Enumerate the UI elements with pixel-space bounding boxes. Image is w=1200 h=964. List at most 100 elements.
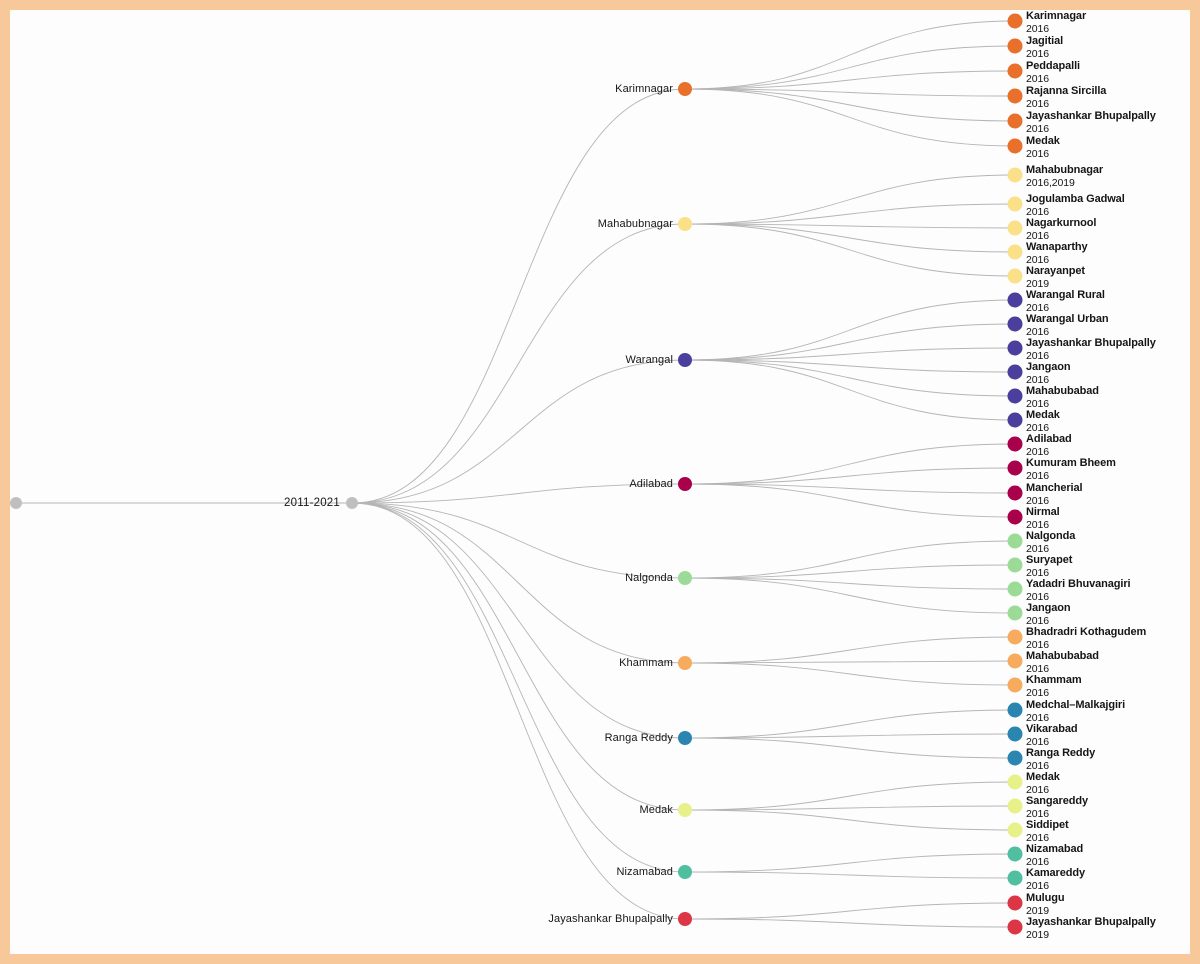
leaf-name-0-2: Peddapalli: [1026, 60, 1081, 72]
link-root-to-0: [351, 88, 686, 504]
group-label-5: Khammam: [619, 657, 673, 669]
node-leaf-0-0[interactable]: [1007, 13, 1023, 29]
leaf-name-0-4: Jayashankar Bhupalpally: [1026, 110, 1156, 122]
node-leaf-4-0[interactable]: [1007, 533, 1023, 549]
node-leaf-0-3[interactable]: [1007, 88, 1023, 104]
leaf-name-9-1: Jayashankar Bhupalpally: [1026, 916, 1156, 928]
link-0-to-2: [684, 70, 1016, 90]
node-root[interactable]: [346, 497, 358, 509]
node-leaf-3-3[interactable]: [1007, 509, 1023, 525]
node-leaf-1-4[interactable]: [1007, 268, 1023, 284]
node-leaf-6-2[interactable]: [1007, 750, 1023, 766]
node-leaf-2-4[interactable]: [1007, 388, 1023, 404]
leaf-name-3-1: Kumuram Bheem: [1026, 457, 1116, 469]
group-label-9: Jayashankar Bhupalpally: [548, 913, 673, 925]
root-label: 2011-2021: [284, 497, 340, 509]
link-7-to-2: [684, 809, 1016, 831]
group-label-8: Nizamabad: [616, 866, 673, 878]
node-leaf-2-0[interactable]: [1007, 292, 1023, 308]
node-leaf-8-0[interactable]: [1007, 846, 1023, 862]
leaf-name-7-0: Medak: [1026, 771, 1060, 783]
group-label-3: Adilabad: [629, 478, 673, 490]
node-group-adilabad[interactable]: [678, 477, 692, 491]
node-group-warangal[interactable]: [678, 353, 692, 367]
leaf-year-0-4: 2016: [1026, 123, 1049, 135]
leaf-year-0-0: 2016: [1026, 23, 1049, 35]
node-leaf-9-1[interactable]: [1007, 919, 1023, 935]
link-0-to-3: [684, 88, 1016, 97]
leaf-year-5-0: 2016: [1026, 639, 1049, 651]
node-group-nizamabad[interactable]: [678, 865, 692, 879]
node-group-ranga-reddy[interactable]: [678, 731, 692, 745]
link-5-to-2: [684, 662, 1016, 686]
node-leaf-4-1[interactable]: [1007, 557, 1023, 573]
node-group-medak[interactable]: [678, 803, 692, 817]
node-leaf-0-1[interactable]: [1007, 38, 1023, 54]
link-0-to-5: [684, 88, 1016, 147]
leaf-year-7-2: 2016: [1026, 832, 1049, 844]
link-8-to-0: [684, 853, 1016, 873]
group-label-7: Medak: [639, 804, 673, 816]
link-root-to-8: [351, 502, 686, 873]
node-leaf-3-1[interactable]: [1007, 460, 1023, 476]
node-leaf-2-3[interactable]: [1007, 364, 1023, 380]
leaf-year-0-5: 2016: [1026, 148, 1049, 160]
node-leaf-2-2[interactable]: [1007, 340, 1023, 356]
link-0-to-0: [684, 20, 1016, 90]
node-leaf-5-2[interactable]: [1007, 677, 1023, 693]
node-leaf-4-2[interactable]: [1007, 581, 1023, 597]
node-leaf-3-0[interactable]: [1007, 436, 1023, 452]
node-leaf-7-1[interactable]: [1007, 798, 1023, 814]
leaf-year-3-0: 2016: [1026, 446, 1049, 458]
leaf-year-4-1: 2016: [1026, 567, 1049, 579]
node-group-khammam[interactable]: [678, 656, 692, 670]
leaf-year-8-0: 2016: [1026, 856, 1049, 868]
leaf-name-3-3: Nirmal: [1026, 506, 1060, 518]
leaf-name-0-5: Medak: [1026, 135, 1060, 147]
group-label-2: Warangal: [625, 354, 673, 366]
node-leaf-5-1[interactable]: [1007, 653, 1023, 669]
tree-links-layer: [16, 20, 1016, 928]
link-1-to-4: [684, 223, 1016, 277]
node-leaf-0-5[interactable]: [1007, 138, 1023, 154]
node-group-mahabubnagar[interactable]: [678, 217, 692, 231]
link-2-to-2: [684, 347, 1016, 361]
node-group-jayashankar-bhupalpally[interactable]: [678, 912, 692, 926]
node-leaf-5-0[interactable]: [1007, 629, 1023, 645]
node-leaf-0-2[interactable]: [1007, 63, 1023, 79]
link-root-to-5: [351, 502, 686, 664]
node-leaf-9-0[interactable]: [1007, 895, 1023, 911]
node-leaf-8-1[interactable]: [1007, 870, 1023, 886]
node-leaf-0-4[interactable]: [1007, 113, 1023, 129]
node-leaf-6-1[interactable]: [1007, 726, 1023, 742]
leaf-year-4-3: 2016: [1026, 615, 1049, 627]
node-leaf-6-0[interactable]: [1007, 702, 1023, 718]
node-leaf-1-0[interactable]: [1007, 167, 1023, 183]
node-leaf-3-2[interactable]: [1007, 485, 1023, 501]
node-leaf-1-2[interactable]: [1007, 220, 1023, 236]
leaf-year-2-1: 2016: [1026, 326, 1049, 338]
node-group-nalgonda[interactable]: [678, 571, 692, 585]
leaf-year-2-3: 2016: [1026, 374, 1049, 386]
node-leaf-7-0[interactable]: [1007, 774, 1023, 790]
node-leaf-1-3[interactable]: [1007, 244, 1023, 260]
node-group-karimnagar[interactable]: [678, 82, 692, 96]
leaf-year-2-0: 2016: [1026, 302, 1049, 314]
leaf-year-1-3: 2016: [1026, 254, 1049, 266]
link-2-to-5: [684, 359, 1016, 421]
leaf-year-3-3: 2016: [1026, 519, 1049, 531]
leaf-name-4-3: Jangaon: [1026, 602, 1071, 614]
node-leaf-7-2[interactable]: [1007, 822, 1023, 838]
leaf-year-4-0: 2016: [1026, 543, 1049, 555]
node-leaf-2-5[interactable]: [1007, 412, 1023, 428]
link-0-to-4: [684, 88, 1016, 122]
node-origin[interactable]: [10, 497, 22, 509]
link-root-to-9: [351, 502, 686, 920]
node-leaf-2-1[interactable]: [1007, 316, 1023, 332]
leaf-year-6-0: 2016: [1026, 712, 1049, 724]
leaf-name-5-2: Khammam: [1026, 674, 1082, 686]
leaf-year-8-1: 2016: [1026, 880, 1049, 892]
group-label-0: Karimnagar: [615, 83, 673, 95]
node-leaf-4-3[interactable]: [1007, 605, 1023, 621]
node-leaf-1-1[interactable]: [1007, 196, 1023, 212]
